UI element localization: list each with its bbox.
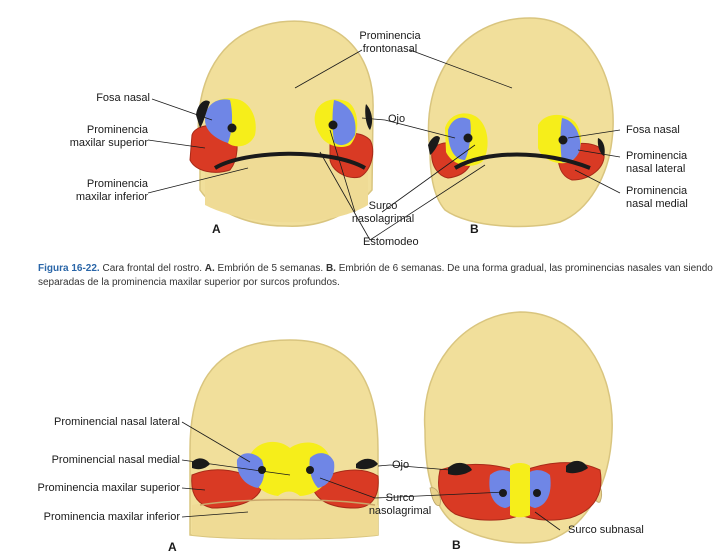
embryo-face-top-b <box>428 18 613 226</box>
label-prominencia-maxilar-superior: Prominencia maxilar superior <box>48 124 148 150</box>
label-fosa-nasal-b: Fosa nasal <box>626 124 680 137</box>
label-prominencial-nasal-lateral: Prominencial nasal lateral <box>20 416 180 429</box>
caption-number: Figura 16-22. <box>38 263 100 274</box>
label-prominencia-nasal-lateral: Prominencia nasal lateral <box>626 150 687 176</box>
label-ojo-bottom: Ojo <box>392 459 409 472</box>
panel-letter-top-a: A <box>212 222 221 236</box>
panel-letter-bottom-a: A <box>168 540 177 554</box>
label-prominencial-nasal-medial: Prominencial nasal medial <box>20 454 180 467</box>
label-fosa-nasal-a: Fosa nasal <box>70 92 150 105</box>
label-ojo-top: Ojo <box>388 113 405 126</box>
panel-letter-top-b: B <box>470 222 479 236</box>
caption-text-1: Cara frontal del rostro. <box>102 263 202 274</box>
label-surco-subnasal: Surco subnasal <box>568 524 644 537</box>
label-surco-nasolagrimal-top: Surco nasolagrimal <box>338 200 428 226</box>
label-prominencia-maxilar-inferior-bottom: Prominencia maxilar inferior <box>8 511 180 524</box>
label-prominencia-frontonasal: Prominencia frontonasal <box>350 30 430 56</box>
caption-b-label: B. <box>326 263 336 274</box>
label-prominencia-nasal-medial: Prominencia nasal medial <box>626 185 688 211</box>
embryo-face-bottom-a <box>190 340 378 539</box>
caption-a-label: A. <box>205 263 215 274</box>
label-prominencia-maxilar-superior-bottom: Prominencia maxilar superior <box>8 482 180 495</box>
label-prominencia-maxilar-inferior: Prominencia maxilar inferior <box>48 178 148 204</box>
caption-a-text: Embrión de 5 semanas. <box>218 263 324 274</box>
label-estomodeo: Estomodeo <box>363 236 419 249</box>
embryo-face-top-a <box>190 21 373 226</box>
embryo-face-bottom-b <box>425 312 613 543</box>
panel-letter-bottom-b: B <box>452 538 461 552</box>
label-surco-nasolagrimal-bottom: Surco nasolagrimal <box>355 492 445 518</box>
figure-caption: Figura 16-22. Cara frontal del rostro. A… <box>38 262 718 290</box>
